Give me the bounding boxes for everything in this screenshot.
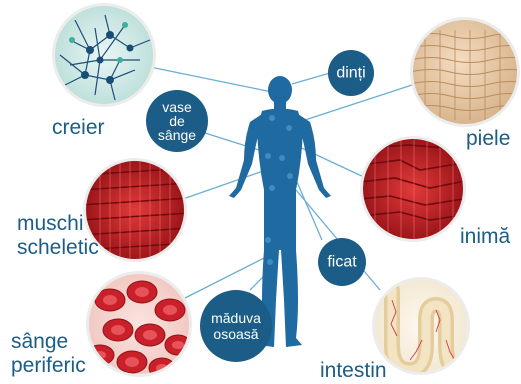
connector-heart xyxy=(293,144,366,178)
bubble-ficat-label: ficat xyxy=(327,255,356,270)
connector-muscle xyxy=(183,171,263,199)
label-muschi-line2: scheletic xyxy=(17,236,99,260)
brain-tissue-image xyxy=(52,3,156,107)
bubble-maduva-label: măduva osoasă xyxy=(211,310,261,342)
label-inima: inimă xyxy=(460,226,510,248)
heart-tissue-image xyxy=(360,136,470,242)
connector-teeth xyxy=(292,73,330,84)
label-muschi-line1: muschi xyxy=(17,212,99,236)
label-sange-line1: sânge xyxy=(11,330,86,354)
bubble-vase-line3: sânge xyxy=(158,128,196,142)
bubble-maduva-line1: măduva xyxy=(211,310,261,326)
connector-brain xyxy=(150,67,272,92)
label-intestin: intestin xyxy=(320,360,387,382)
skin-tissue-image xyxy=(410,17,521,127)
blood-cells-image xyxy=(86,271,192,378)
bubble-vase-line1: vase xyxy=(158,100,196,114)
label-creier: creier xyxy=(52,117,105,139)
label-sange-line2: periferic xyxy=(11,354,86,378)
bubble-maduva-line2: osoasă xyxy=(211,326,261,342)
label-muschi-scheletic: muschi scheletic xyxy=(17,212,99,260)
bubble-vase-line2: de xyxy=(158,114,196,128)
bubble-dinti-label: dinți xyxy=(336,66,365,81)
label-piele: piele xyxy=(466,128,510,150)
bubble-vase-label: vase de sânge xyxy=(158,100,196,142)
label-sange-periferic: sânge periferic xyxy=(11,330,86,378)
intestine-tissue-image xyxy=(372,277,470,375)
